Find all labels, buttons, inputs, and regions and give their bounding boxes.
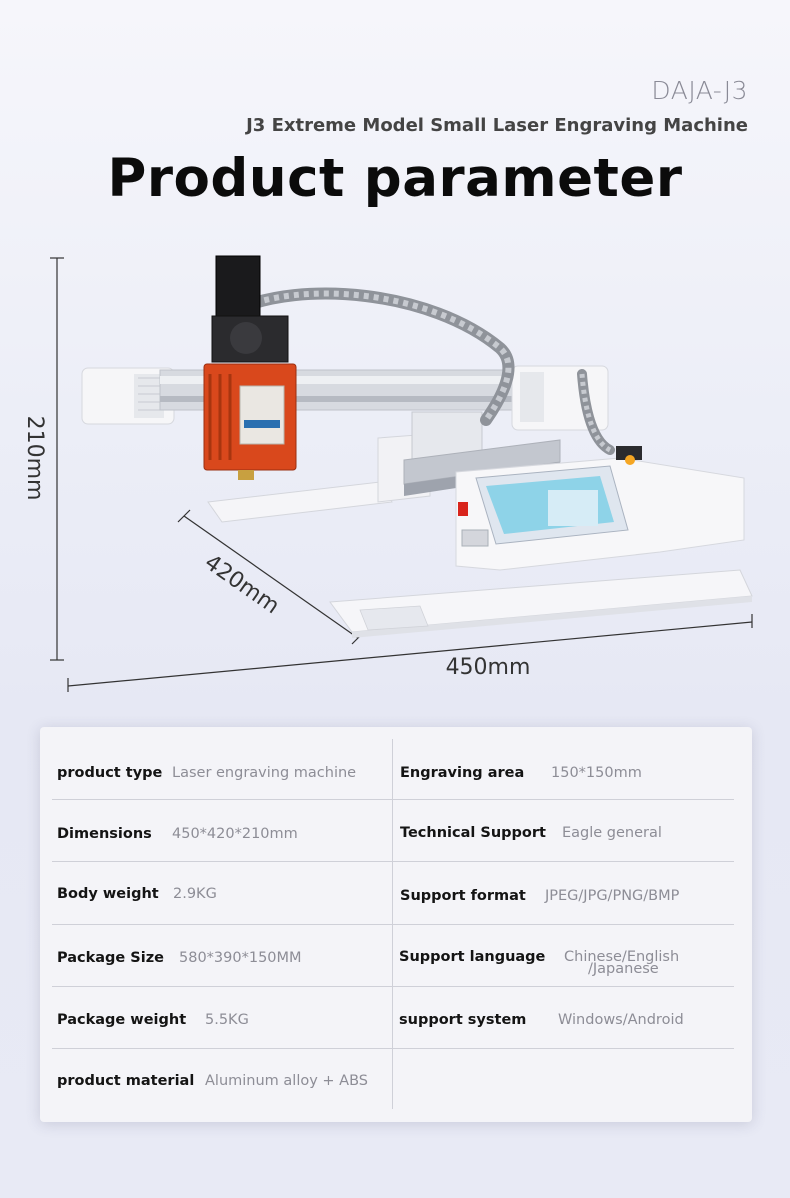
- spec-value-support-format: JPEG/JPG/PNG/BMP: [545, 888, 680, 904]
- depth-dimension: 420mm: [177, 509, 365, 645]
- brand-name: DAJA-J3: [651, 76, 748, 105]
- spec-label-technical-support: Technical Support: [400, 825, 546, 841]
- row-divider: [52, 1048, 734, 1049]
- row-divider: [52, 861, 734, 862]
- spec-value-support-system: Windows/Android: [558, 1012, 684, 1028]
- row-divider: [52, 924, 734, 925]
- spec-label-package-size: Package Size: [57, 950, 164, 966]
- spec-label-engraving-area: Engraving area: [400, 765, 525, 781]
- height-label: 210mm: [22, 416, 47, 501]
- machine-base: [207, 481, 753, 638]
- y-axis-assembly: [377, 411, 561, 503]
- spec-value-product-material: Aluminum alloy + ABS: [205, 1073, 368, 1089]
- spec-value-package-size: 580*390*150MM: [179, 950, 302, 966]
- spec-value-support-language: Chinese/English: [564, 949, 680, 965]
- depth-label: 420mm: [200, 550, 284, 619]
- left-end-block: [81, 367, 175, 425]
- spec-card: product type Laser engraving machine Dim…: [40, 727, 752, 1122]
- spec-label-package-weight: Package weight: [57, 1012, 187, 1028]
- laser-module: [203, 255, 297, 480]
- spec-label-dimensions: Dimensions: [57, 826, 152, 842]
- spec-value-dimensions: 450*420*210mm: [172, 826, 298, 842]
- control-box: [455, 446, 745, 571]
- product-illustration: 210mm 420mm 450mm: [22, 255, 753, 692]
- spec-label-support-format: Support format: [400, 888, 526, 904]
- row-divider: [52, 799, 734, 800]
- width-label: 450mm: [446, 655, 531, 680]
- spec-label-support-system: support system: [399, 1012, 527, 1028]
- spec-value-engraving-area: 150*150mm: [551, 765, 642, 781]
- page-title: Product parameter: [107, 148, 683, 209]
- product-subtitle: J3 Extreme Model Small Laser Engraving M…: [246, 115, 748, 136]
- spec-value-product-type: Laser engraving machine: [172, 765, 357, 781]
- spec-label-product-type: product type: [57, 765, 163, 781]
- spec-value-support-language-cont: /Japanese: [588, 961, 659, 977]
- width-dimension: 450mm: [67, 614, 753, 692]
- spec-value-technical-support: Eagle general: [562, 825, 662, 841]
- height-dimension: 210mm: [22, 257, 64, 661]
- spec-label-product-material: product material: [57, 1073, 195, 1089]
- spec-label-body-weight: Body weight: [57, 886, 159, 902]
- cable-wrap: [230, 287, 615, 455]
- row-divider: [52, 986, 734, 987]
- spec-value-body-weight: 2.9KG: [173, 886, 217, 902]
- spec-label-support-language: Support language: [399, 949, 546, 965]
- spec-value-package-weight: 5.5KG: [205, 1012, 249, 1028]
